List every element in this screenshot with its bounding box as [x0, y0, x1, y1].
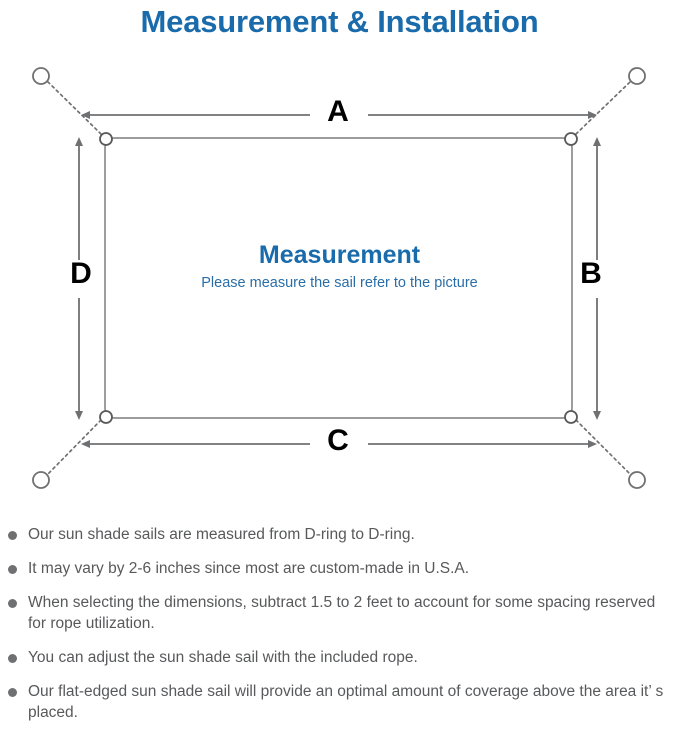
note-text: You can adjust the sun shade sail with t…: [28, 649, 418, 666]
sail-outline: [104, 137, 573, 419]
list-item: It may vary by 2-6 inches since most are…: [0, 558, 679, 579]
bullet-icon: [8, 599, 17, 608]
sail-measurement-diagram: Measurement Please measure the sail refe…: [0, 48, 679, 518]
list-item: When selecting the dimensions, subtract …: [0, 592, 679, 634]
rope-line-top-right: [575, 81, 631, 135]
bullet-icon: [8, 688, 17, 697]
bullet-icon: [8, 531, 17, 540]
d-ring-bottom-left: [99, 410, 113, 424]
list-item: You can adjust the sun shade sail with t…: [0, 647, 679, 668]
list-item: Our sun shade sails are measured from D-…: [0, 524, 679, 545]
anchor-rings: [32, 67, 646, 489]
anchor-ring-bottom-left: [32, 471, 50, 489]
dimension-label-a: A: [327, 95, 349, 128]
rope-line-bottom-left: [47, 419, 102, 475]
rope-lines: [47, 81, 631, 475]
note-text: Our flat-edged sun shade sail will provi…: [28, 683, 664, 721]
rope-line-top-left: [47, 81, 102, 135]
dimension-label-b: B: [580, 257, 602, 290]
note-text: It may vary by 2-6 inches since most are…: [28, 560, 470, 577]
anchor-ring-top-right: [628, 67, 646, 85]
note-text: Our sun shade sails are measured from D-…: [28, 526, 415, 543]
list-item: Our flat-edged sun shade sail will provi…: [0, 681, 679, 723]
d-rings: [99, 132, 578, 424]
anchor-ring-bottom-right: [628, 471, 646, 489]
bullet-icon: [8, 565, 17, 574]
page-title: Measurement & Installation: [140, 4, 539, 39]
note-text: When selecting the dimensions, subtract …: [28, 594, 656, 632]
anchor-ring-top-left: [32, 67, 50, 85]
d-ring-top-left: [99, 132, 113, 146]
d-ring-top-right: [564, 132, 578, 146]
rope-line-bottom-right: [575, 419, 631, 475]
notes-list: Our sun shade sails are measured from D-…: [0, 524, 679, 736]
bullet-icon: [8, 654, 17, 663]
dimension-label-c: C: [327, 424, 349, 457]
dimension-label-d: D: [70, 257, 92, 290]
d-ring-bottom-right: [564, 410, 578, 424]
diagram-svg: [32, 67, 646, 489]
